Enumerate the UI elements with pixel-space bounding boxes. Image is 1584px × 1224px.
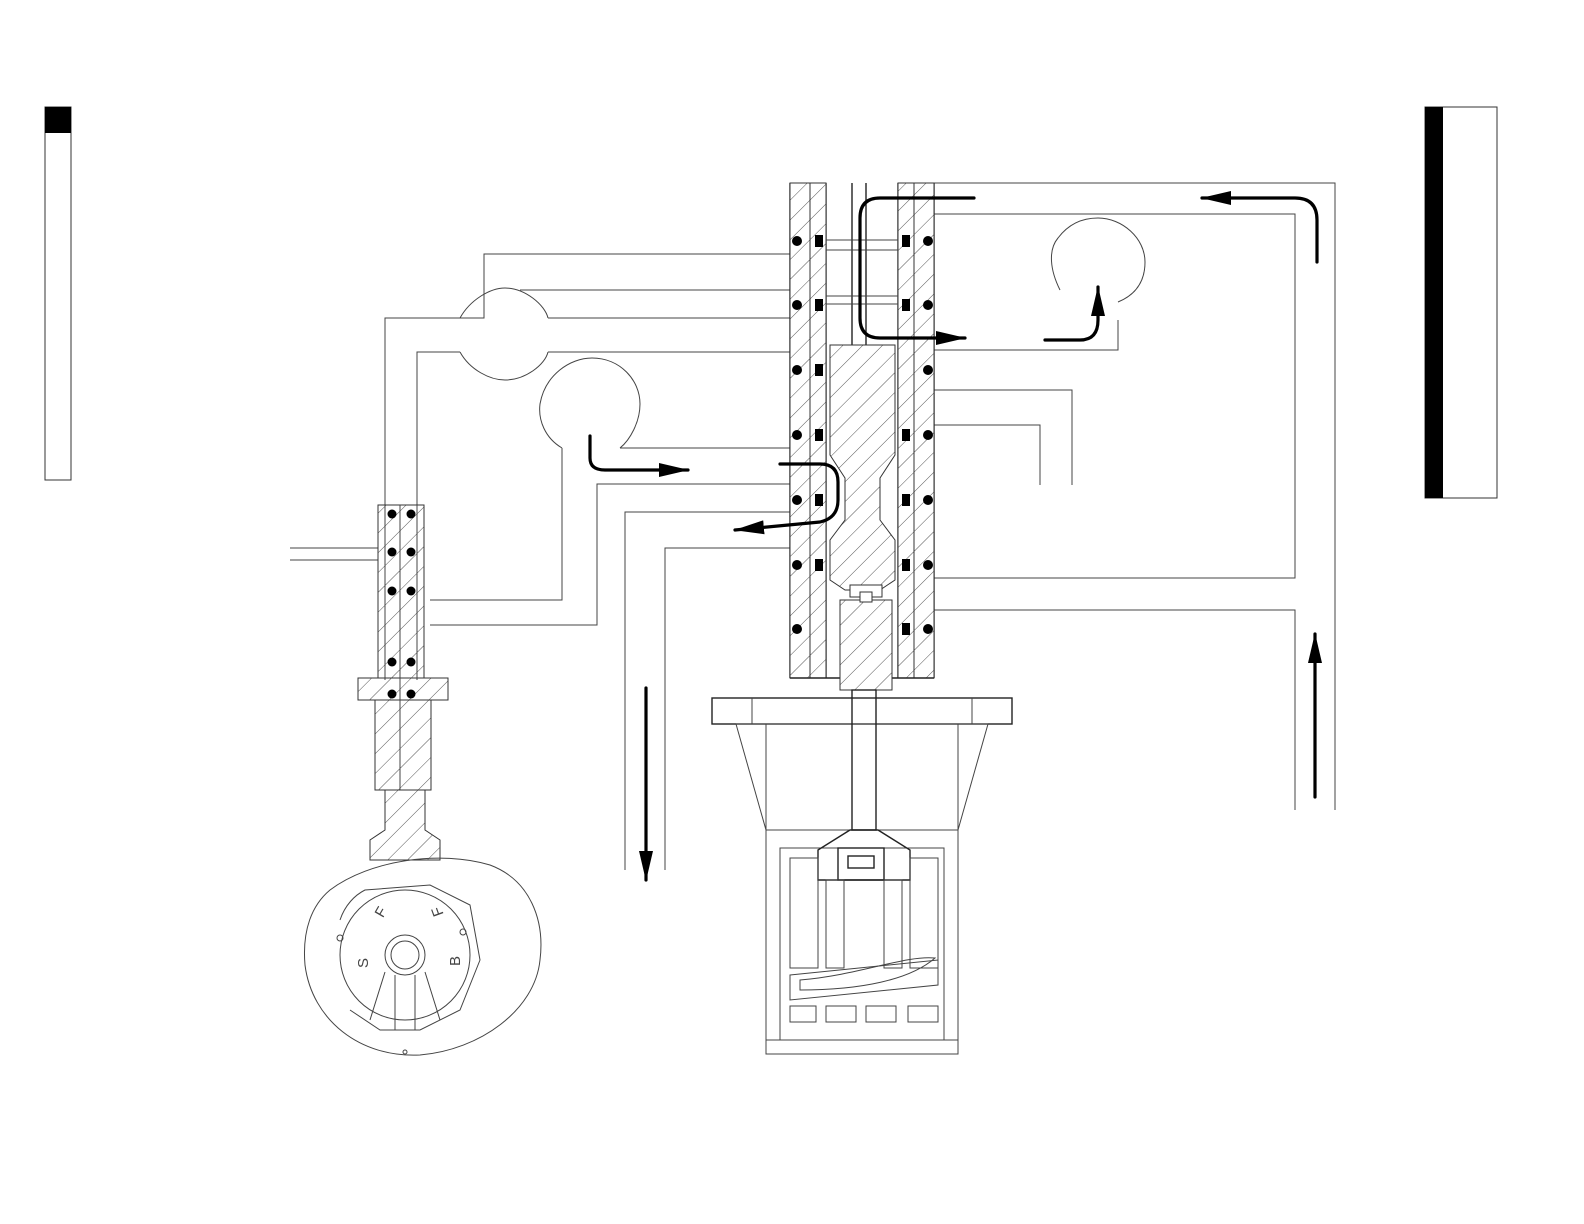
- dial-label-f1: F: [372, 904, 391, 920]
- ball-seal-icon: [923, 300, 933, 310]
- ball-seal-icon: [923, 365, 933, 375]
- arrow-icon: [1202, 198, 1317, 262]
- ball-seal-icon: [792, 624, 802, 634]
- ball-seal-icon: [792, 300, 802, 310]
- solenoid-actuator: [712, 690, 1012, 1054]
- central-valve-body: [790, 183, 934, 690]
- dial-label-s: S: [355, 958, 372, 968]
- selector-dial: S F F B: [304, 858, 540, 1055]
- manual-selector-valve: [358, 505, 448, 860]
- flow-arrows: [590, 198, 1317, 880]
- dial-label-f2: F: [428, 904, 447, 918]
- ball-seal-icon: [792, 365, 802, 375]
- ball-seal-icon: [923, 495, 933, 505]
- ball-seal-icon: [923, 430, 933, 440]
- ball-seal-icon: [923, 560, 933, 570]
- ball-seal-icon: [792, 495, 802, 505]
- ball-seal-icon: [792, 430, 802, 440]
- dial-label-b: B: [447, 956, 464, 966]
- right-edge-tab: [1425, 107, 1497, 498]
- ball-seal-icon: [923, 236, 933, 246]
- ball-seal-icon: [792, 236, 802, 246]
- arrow-icon: [1045, 287, 1098, 340]
- ball-seal-icon: [792, 560, 802, 570]
- ball-seal-icon: [923, 624, 933, 634]
- arrow-icon: [590, 436, 688, 470]
- left-edge-tab: [45, 107, 71, 480]
